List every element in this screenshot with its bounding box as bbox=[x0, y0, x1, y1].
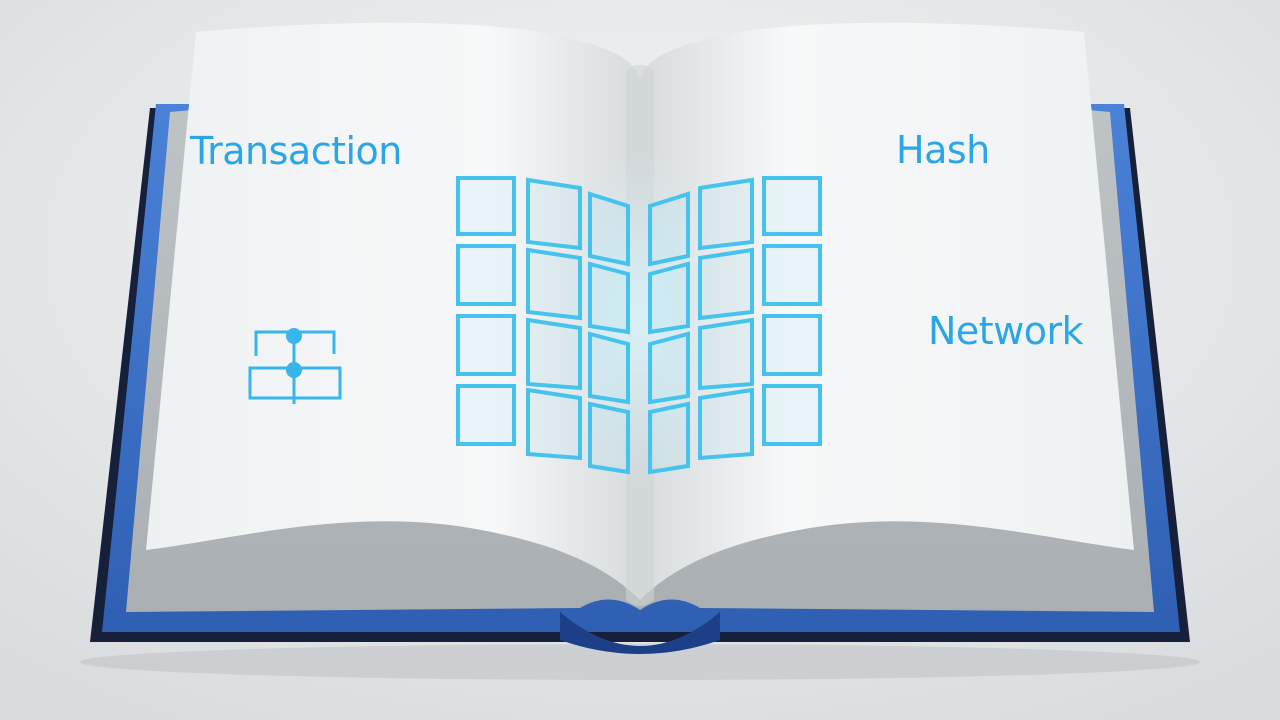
grid-cell bbox=[762, 314, 822, 376]
grid-cell bbox=[648, 331, 690, 405]
grid-cell bbox=[588, 261, 630, 335]
grid-cell bbox=[648, 261, 690, 335]
grid-cell bbox=[648, 401, 690, 475]
grid-cell bbox=[456, 314, 516, 376]
grid-glow bbox=[560, 150, 720, 490]
grid-cell bbox=[698, 247, 754, 321]
grid-cell bbox=[456, 176, 516, 236]
grid-cell bbox=[762, 176, 822, 236]
grid-cell bbox=[588, 191, 630, 267]
grid-cell bbox=[698, 387, 754, 461]
grid-cell bbox=[456, 384, 516, 446]
hierarchy-diagram-icon bbox=[248, 328, 342, 404]
ledger-grid-icon bbox=[456, 176, 822, 475]
right-page bbox=[640, 22, 1134, 601]
grid-cell bbox=[762, 384, 822, 446]
grid-cell bbox=[762, 244, 822, 306]
left-page bbox=[146, 22, 640, 601]
grid-cell bbox=[588, 331, 630, 405]
grid-cell bbox=[648, 191, 690, 267]
grid-cell bbox=[588, 401, 630, 475]
label-network: Network bbox=[928, 309, 1084, 353]
grid-cell bbox=[526, 387, 582, 461]
grid-cell bbox=[698, 177, 754, 251]
book-spine bbox=[560, 612, 720, 654]
grid-cell bbox=[456, 244, 516, 306]
grid-cell bbox=[526, 317, 582, 391]
grid-cell bbox=[698, 317, 754, 391]
grid-cell bbox=[526, 177, 582, 251]
label-hash: Hash bbox=[896, 128, 990, 172]
book-shadow bbox=[80, 644, 1200, 680]
grid-cell bbox=[526, 247, 582, 321]
label-transaction: Transaction bbox=[189, 129, 402, 173]
